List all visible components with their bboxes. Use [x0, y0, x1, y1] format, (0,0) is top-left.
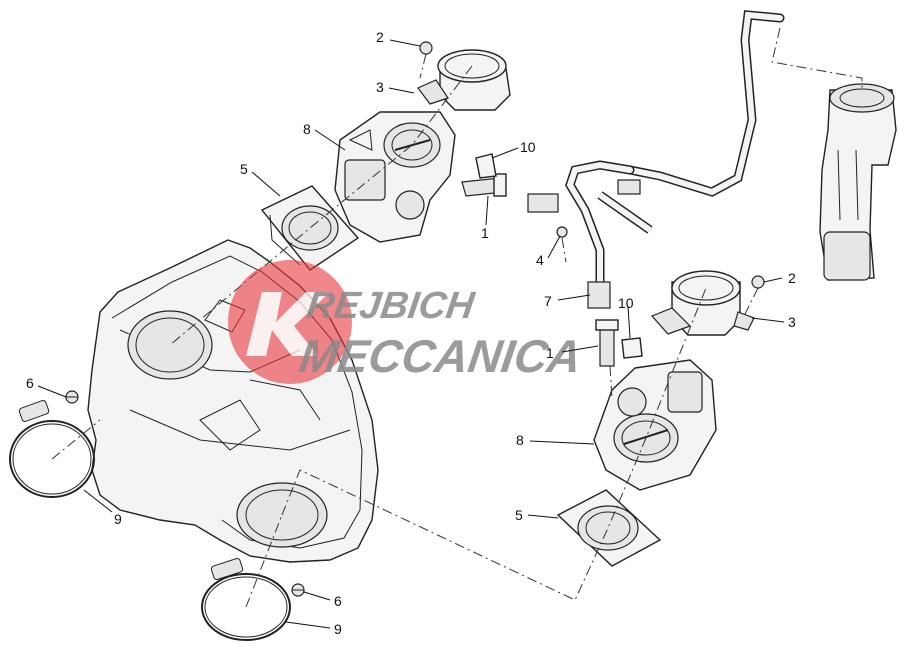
air-funnel-right — [650, 270, 755, 336]
flange-top — [260, 185, 360, 271]
throttle-body-right — [593, 359, 717, 491]
callout-5-bottom: 5 — [515, 507, 523, 523]
callout-3-right: 3 — [788, 314, 796, 330]
callout-5-top: 5 — [240, 161, 248, 177]
callout-labels: 2 3 8 10 5 1 4 2 7 3 10 1 6 9 8 5 6 9 — [26, 29, 796, 637]
injector-top — [461, 173, 507, 197]
callout-9-left: 9 — [114, 511, 122, 527]
clip-10-right — [621, 337, 643, 359]
callout-10-top: 10 — [520, 139, 536, 155]
fuel-pump — [819, 83, 897, 281]
clip-10-top — [475, 153, 497, 179]
watermark-line1: REJBICH — [304, 284, 478, 327]
callout-6-left: 6 — [26, 375, 34, 391]
callout-6-bottom: 6 — [334, 593, 342, 609]
air-funnel-top — [417, 49, 511, 111]
screw-4 — [556, 226, 568, 238]
fuel-hose — [527, 10, 785, 309]
callout-9-bottom: 9 — [334, 621, 342, 637]
callout-3-top: 3 — [376, 79, 384, 95]
callout-1-right: 1 — [546, 345, 554, 361]
callout-1-top: 1 — [481, 225, 489, 241]
throttle-body-top — [334, 111, 456, 243]
screw-2-right — [751, 275, 765, 289]
callout-10-right: 10 — [618, 295, 634, 311]
hose-clamp-left — [9, 399, 95, 498]
callout-8-top: 8 — [303, 121, 311, 137]
screw-2-top — [419, 41, 433, 55]
callout-2-top: 2 — [376, 29, 384, 45]
callout-8-bottom: 8 — [516, 432, 524, 448]
screw-6-bottom — [291, 583, 305, 597]
callout-7: 7 — [544, 293, 552, 309]
flange-bottom — [556, 489, 662, 567]
watermark-line2: MECCANICA — [296, 330, 584, 382]
leader-lines — [37, 39, 785, 629]
injector-right — [595, 319, 619, 367]
screw-6-left — [65, 390, 79, 404]
watermark-logo — [228, 260, 352, 384]
callout-4: 4 — [536, 252, 544, 268]
hose-clamp-bottom — [201, 557, 291, 641]
callout-2-right: 2 — [788, 270, 796, 286]
